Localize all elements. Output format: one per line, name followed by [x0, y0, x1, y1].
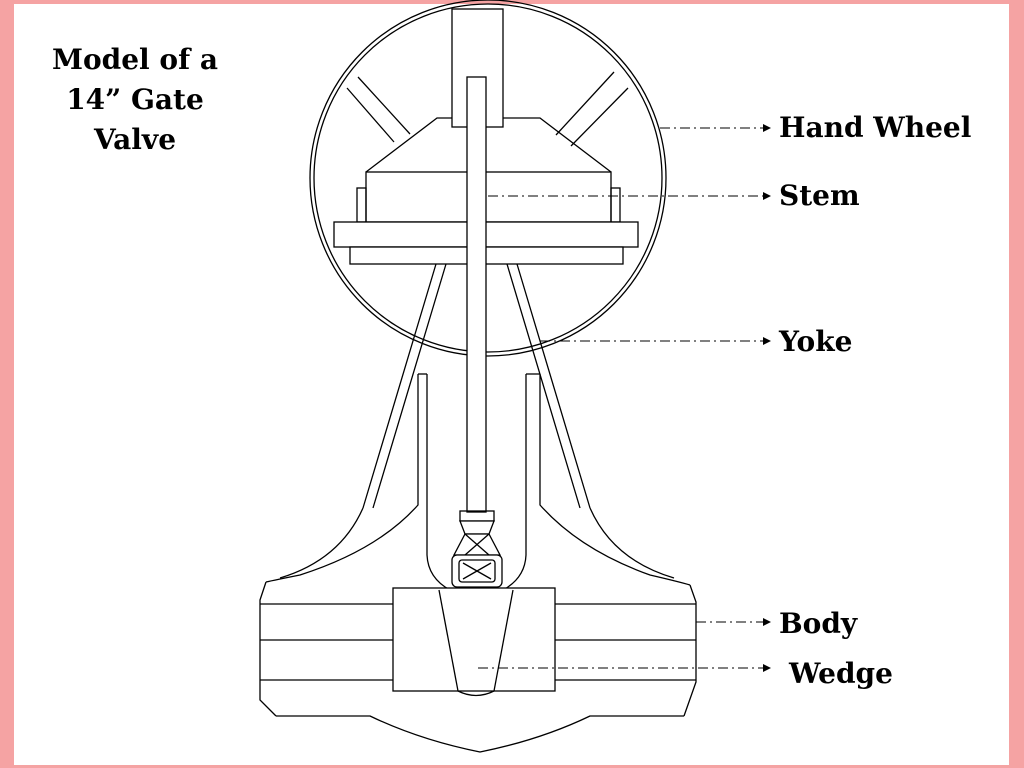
slide-title: Model of a 14” Gate Valve: [40, 40, 230, 160]
yoke-part: [362, 263, 591, 509]
title-line-1: Model of a: [51, 43, 219, 76]
label-stem: Stem: [779, 179, 860, 212]
label-wedge: Wedge: [789, 657, 893, 690]
title-line-3: Valve: [93, 123, 177, 156]
title-line-2: 14” Gate: [66, 83, 204, 116]
hand-wheel-part: [309, 0, 667, 357]
label-yoke: Yoke: [779, 325, 853, 358]
body-part: [259, 373, 697, 753]
label-body: Body: [779, 607, 858, 640]
stem-part: [451, 76, 503, 588]
leader-lines: [478, 124, 771, 672]
label-hand-wheel: Hand Wheel: [779, 111, 972, 144]
